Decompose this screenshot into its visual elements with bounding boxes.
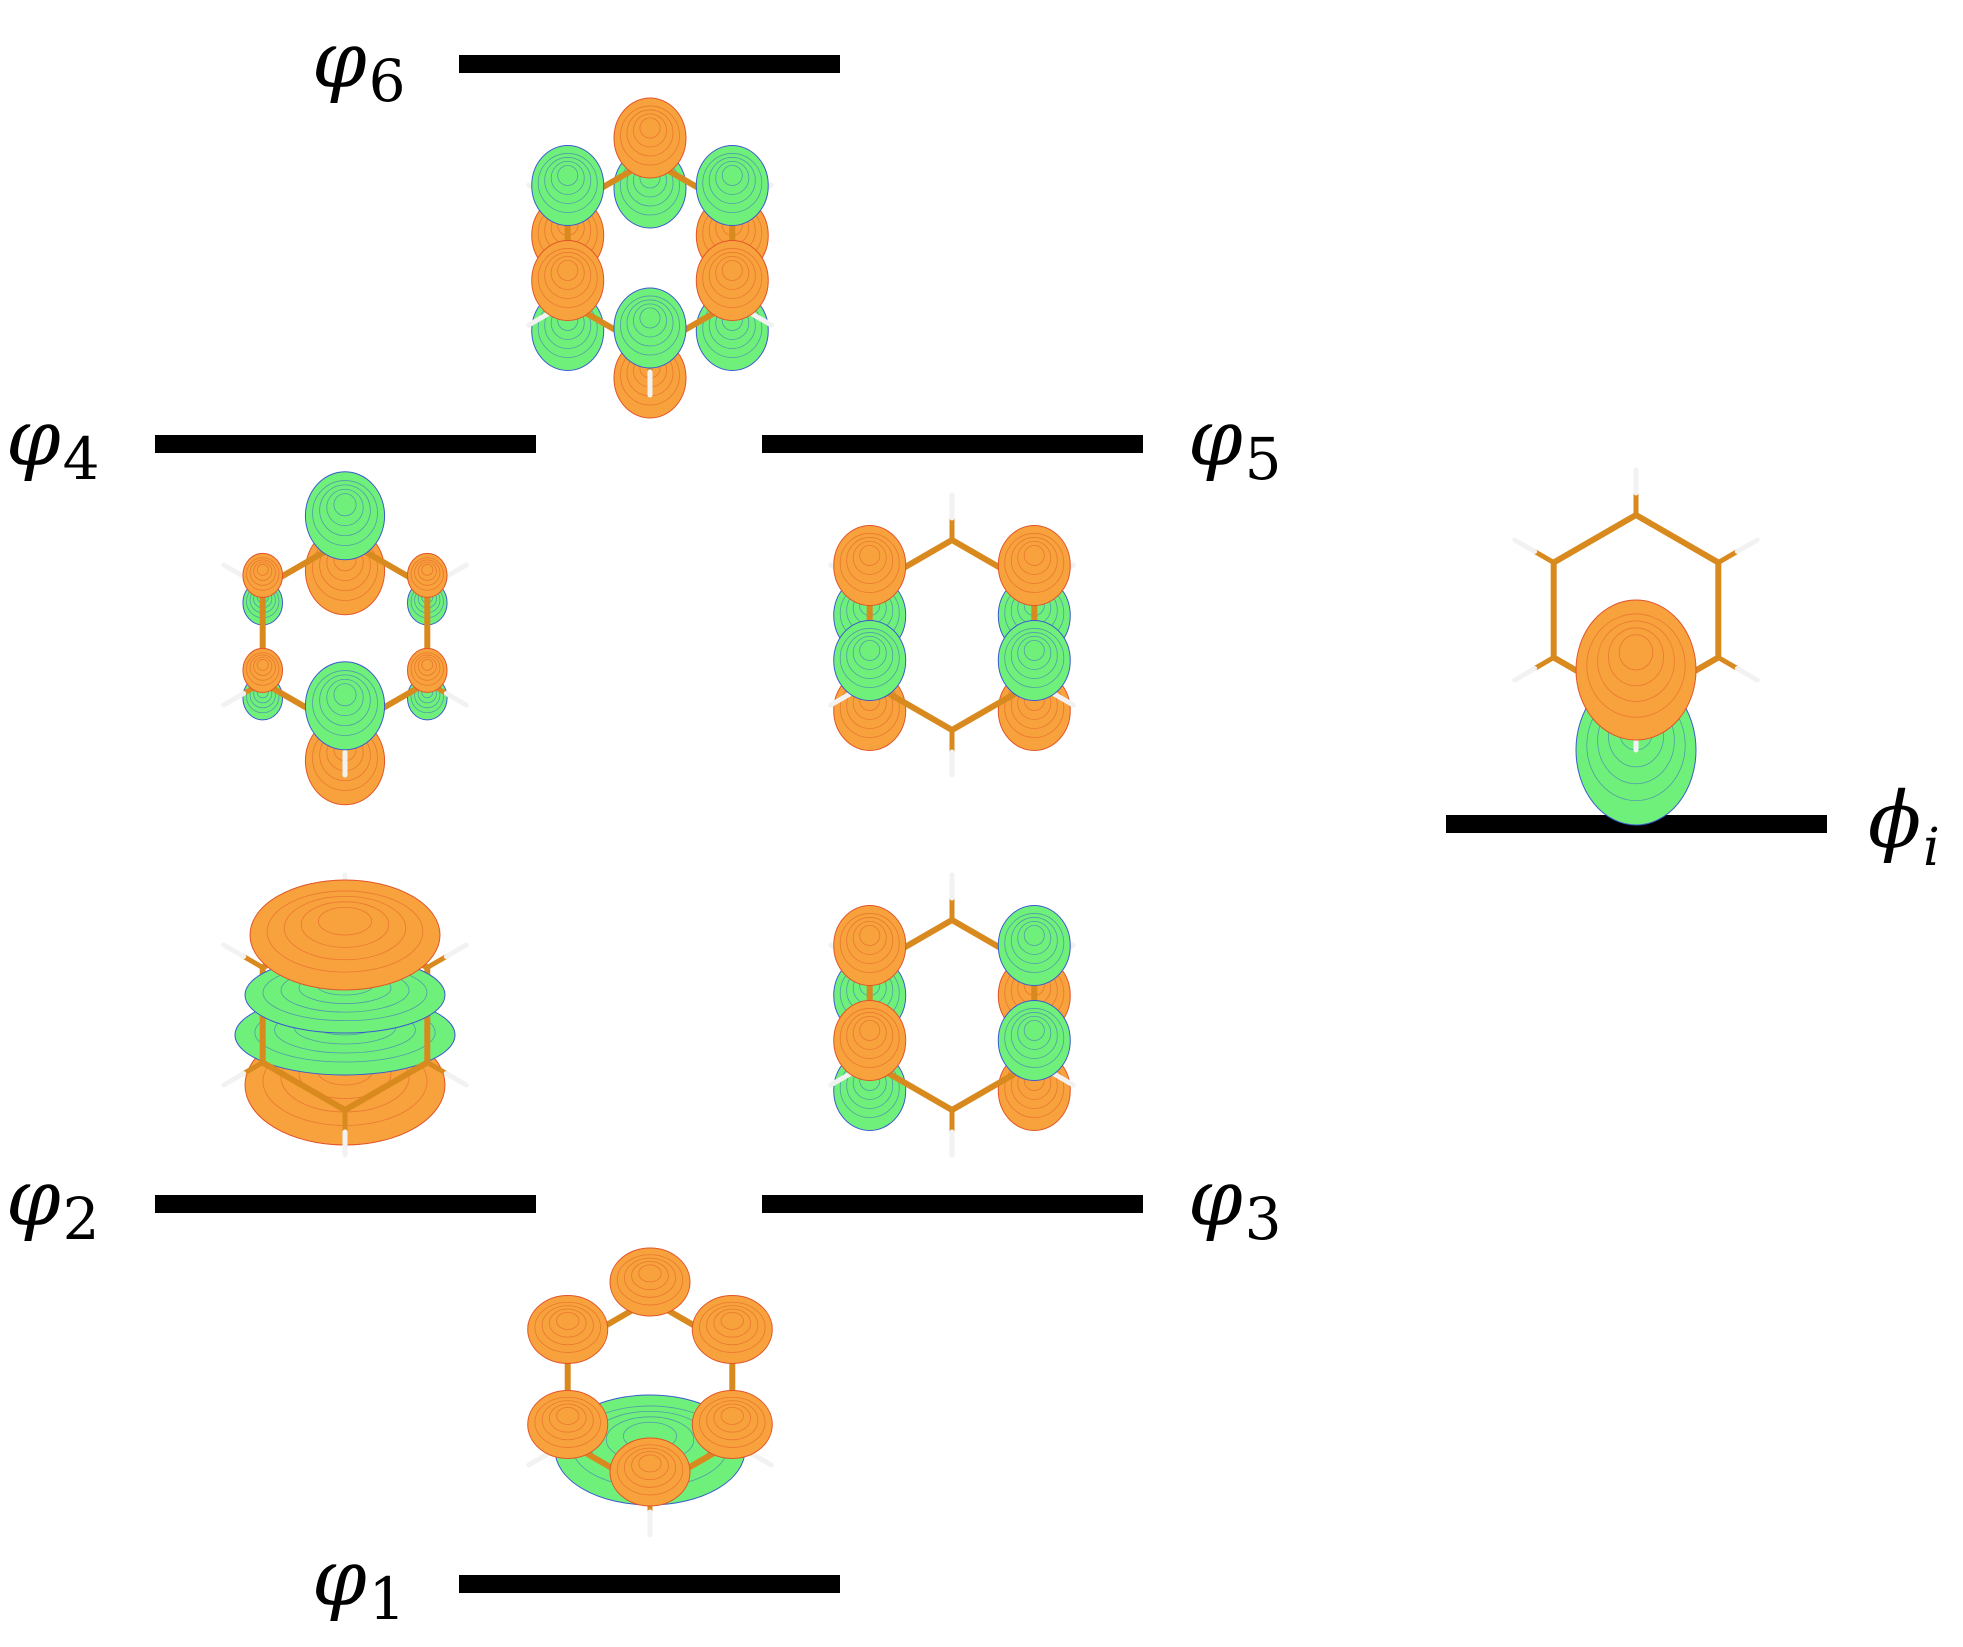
level-bar-phi3	[762, 1195, 1143, 1213]
orb-phi2-h-atom	[443, 942, 469, 959]
label-phi5: φ5	[1188, 394, 1282, 493]
orb-phi1-h-atom	[748, 1451, 774, 1468]
label-phi3: φ3	[1188, 1154, 1282, 1253]
orbital-phi3-image	[828, 872, 1076, 1158]
label-phi6: φ6	[312, 16, 406, 115]
orb-phii-h-atom	[1512, 537, 1538, 554]
orb-phii-ch-bond	[1532, 655, 1557, 671]
orb-phi1-h-atom	[526, 1451, 552, 1468]
orb-phi2-ch-bond	[424, 954, 449, 970]
orb-phi4-h-atom	[443, 691, 469, 708]
orb-phii-ch-bond	[1715, 655, 1740, 671]
label-phii: ϕi	[1868, 776, 1940, 878]
label-phi1: φ1	[312, 1534, 406, 1633]
orb-phi2-ch-bond	[241, 1060, 266, 1076]
orbital-phi2-image	[221, 872, 469, 1158]
orb-phii-h-atom	[1512, 666, 1538, 683]
orb-phi2-h-atom	[221, 942, 247, 959]
orb-phi3-h-atom	[1050, 1071, 1076, 1088]
orb-phi4-h-atom	[221, 691, 247, 708]
orb-phi5-h-atom	[828, 691, 854, 708]
level-bar-phi2	[155, 1195, 536, 1213]
orb-phi4-h-atom	[221, 562, 247, 579]
orb-phi6-h-atom	[526, 311, 552, 328]
level-bar-phi6	[459, 55, 840, 73]
label-phi4: φ4	[6, 394, 100, 493]
orb-phi2-ring	[259, 917, 431, 1113]
orb-phi2-ch-bond	[241, 954, 266, 970]
orb-phi2-h-atom	[221, 1071, 247, 1088]
orbital-phi5-image	[828, 492, 1076, 778]
orb-phi2-h-atom	[443, 1071, 469, 1088]
orb-phii-ch-bond	[1532, 549, 1557, 565]
orb-phii-h-atom	[1734, 666, 1760, 683]
orbital-phi4-image	[221, 471, 469, 806]
orb-phi3-h-atom	[828, 1071, 854, 1088]
level-bar-phi4	[155, 435, 536, 453]
orb-phi6-h-atom	[748, 311, 774, 328]
level-bar-phi1	[459, 1575, 840, 1593]
orb-phii-h-atom	[1734, 537, 1760, 554]
orb-phi5-h-atom	[1050, 691, 1076, 708]
orbital-phii-image	[1512, 467, 1760, 826]
orbital-phi6-image	[526, 97, 774, 419]
level-bar-phi5	[762, 435, 1143, 453]
orb-phi2-ch-bond	[424, 1060, 449, 1076]
orb-phi4-h-atom	[443, 562, 469, 579]
label-phi2: φ2	[6, 1154, 100, 1253]
orb-phii-ch-bond	[1715, 549, 1740, 565]
orbital-phi1-image	[526, 1247, 774, 1538]
